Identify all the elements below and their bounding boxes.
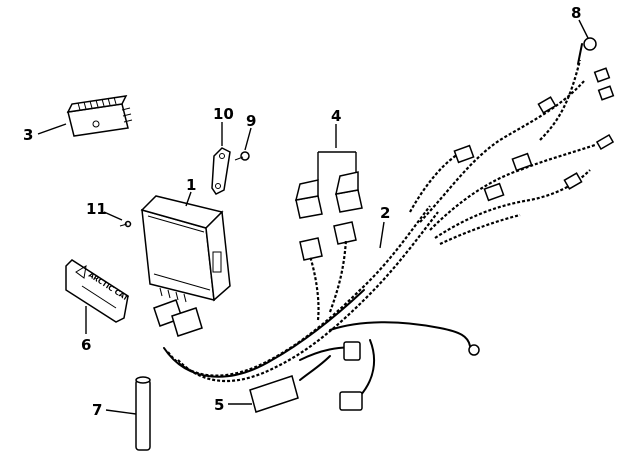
callout-8: 8 — [571, 4, 581, 22]
callout-5: 5 — [214, 396, 224, 414]
terminal-block-part-3 — [66, 95, 133, 137]
callout-1: 1 — [186, 176, 196, 194]
wiring-harness-part-2 — [153, 37, 615, 413]
tube-part-7 — [135, 376, 151, 451]
callout-10: 10 — [213, 105, 234, 123]
callout-7: 7 — [92, 401, 102, 419]
callout-3: 3 — [23, 126, 33, 144]
bracket-part-10 — [211, 147, 231, 195]
callout-11: 11 — [86, 200, 107, 218]
leader-lines — [37, 19, 589, 415]
callout-6: 6 — [81, 336, 91, 354]
control-box-part-1 — [140, 195, 231, 303]
screw-part-9 — [234, 151, 250, 161]
relays-part-4 — [294, 171, 363, 261]
callout-9: 9 — [246, 112, 256, 130]
callout-2: 2 — [380, 204, 390, 222]
callout-4: 4 — [331, 107, 341, 125]
screw-part-11 — [119, 220, 132, 228]
decal-part-6: ARCTIC CAT — [65, 259, 130, 323]
